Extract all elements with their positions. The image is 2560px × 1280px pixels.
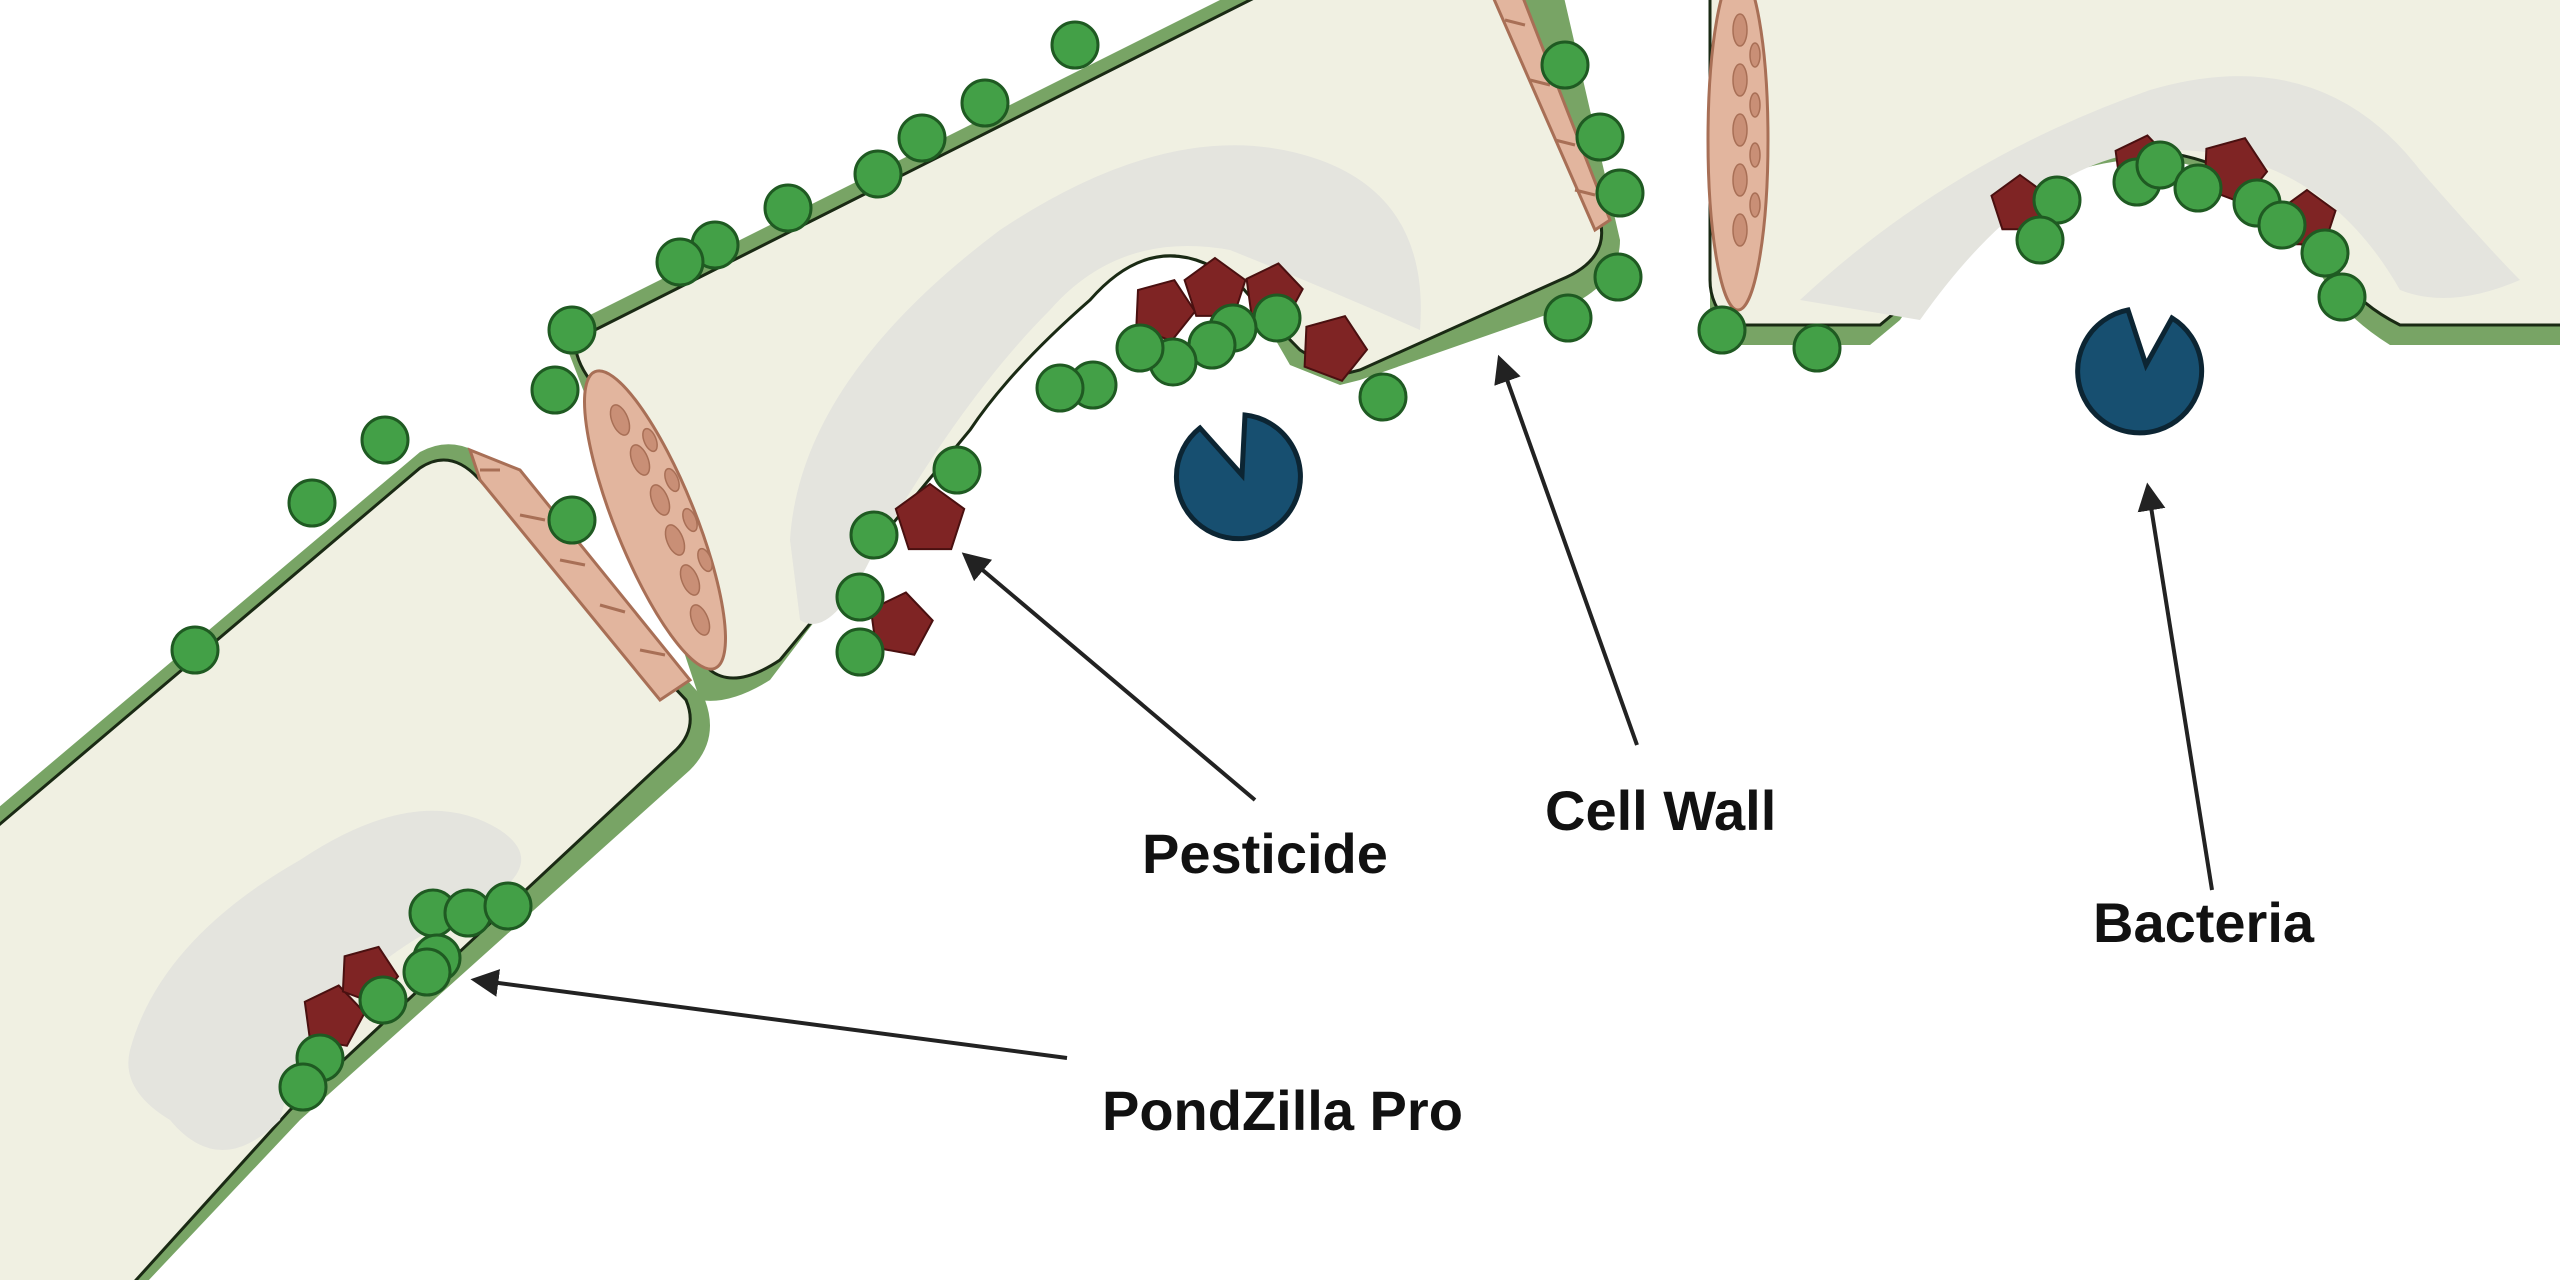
pondzilla-particle-icon bbox=[1115, 323, 1165, 373]
arrow-bacteria bbox=[2137, 482, 2214, 891]
pondzilla-particle-icon bbox=[1540, 40, 1590, 90]
pondzilla-particle-icon bbox=[1593, 252, 1643, 302]
cell-shadow-right bbox=[1800, 76, 2520, 320]
pondzilla-particle-group bbox=[170, 20, 2367, 1112]
pondzilla-particle-icon bbox=[1595, 168, 1645, 218]
pondzilla-particle-icon bbox=[443, 888, 493, 938]
pondzilla-particle-icon bbox=[763, 183, 813, 233]
pondzilla-particle-icon bbox=[849, 510, 899, 560]
pondzilla-particle-icon bbox=[2135, 140, 2185, 190]
label-pesticide: Pesticide bbox=[1142, 822, 1388, 885]
cell-middle bbox=[560, 0, 1620, 701]
bacteria-icon bbox=[1173, 412, 1303, 542]
bacteria-middle bbox=[1173, 412, 1303, 542]
cell-end-right bbox=[1706, 0, 1770, 312]
pondzilla-particle-icon bbox=[655, 237, 705, 287]
pondzilla-particle-icon bbox=[483, 881, 533, 931]
pesticide-icon bbox=[1303, 315, 1369, 382]
pondzilla-particle-icon bbox=[897, 113, 947, 163]
bacteria-icon bbox=[2075, 307, 2205, 436]
pondzilla-particle-icon bbox=[360, 415, 410, 465]
cell-left bbox=[0, 444, 711, 1280]
pondzilla-particle-icon bbox=[547, 495, 597, 545]
pondzilla-particle-icon bbox=[960, 78, 1010, 128]
pondzilla-particle-icon bbox=[1035, 363, 1085, 413]
pondzilla-particle-icon bbox=[932, 445, 982, 495]
pondzilla-particle-icon bbox=[358, 975, 408, 1025]
arrow-cell-wall bbox=[1494, 354, 1639, 746]
pondzilla-particle-icon bbox=[853, 149, 903, 199]
pondzilla-particle-icon bbox=[835, 627, 885, 677]
pondzilla-particle-icon bbox=[1252, 293, 1302, 343]
pondzilla-particle-icon bbox=[1575, 112, 1625, 162]
label-cell-wall: Cell Wall bbox=[1545, 779, 1776, 842]
pondzilla-particle-icon bbox=[2257, 200, 2307, 250]
bacteria-right bbox=[2075, 307, 2205, 436]
label-pondzilla-pro: PondZilla Pro bbox=[1102, 1079, 1463, 1142]
pondzilla-particle-icon bbox=[1697, 305, 1747, 355]
cell-end-middle bbox=[583, 369, 727, 671]
pondzilla-particle-icon bbox=[547, 305, 597, 355]
pondzilla-particle-icon bbox=[2015, 215, 2065, 265]
pesticide-icon bbox=[894, 482, 966, 551]
pondzilla-particle-icon bbox=[2317, 272, 2367, 322]
pondzilla-particle-icon bbox=[1543, 293, 1593, 343]
pondzilla-particle-icon bbox=[2173, 163, 2223, 213]
label-bacteria: Bacteria bbox=[2093, 891, 2315, 954]
cell-junction-2 bbox=[1492, 0, 1612, 233]
pondzilla-particle-icon bbox=[1050, 20, 1100, 70]
pondzilla-particle-icon bbox=[287, 478, 337, 528]
pondzilla-particle-icon bbox=[835, 572, 885, 622]
arrow-pondzilla bbox=[470, 969, 1068, 1060]
cell-junction-1 bbox=[467, 447, 693, 703]
pondzilla-particle-icon bbox=[1792, 323, 1842, 373]
pondzilla-particle-icon bbox=[530, 365, 580, 415]
pondzilla-particle-icon bbox=[170, 625, 220, 675]
pondzilla-particle-icon bbox=[278, 1062, 328, 1112]
pondzilla-particle-icon bbox=[402, 947, 452, 997]
pondzilla-particle-icon bbox=[1358, 372, 1408, 422]
arrows bbox=[470, 354, 2214, 1060]
arrow-pesticide bbox=[961, 552, 1257, 802]
pondzilla-particle-icon bbox=[2300, 228, 2350, 278]
